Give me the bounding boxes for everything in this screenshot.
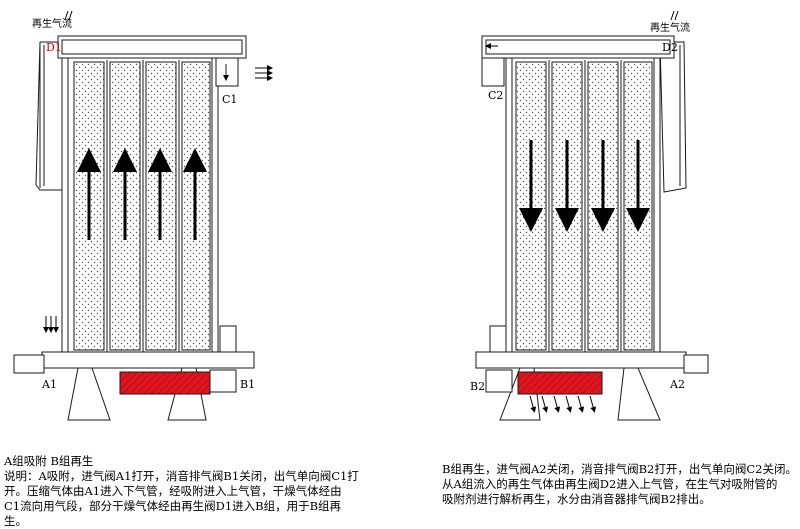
muffler-b1 — [119, 371, 211, 395]
tower-a — [13, 35, 255, 421]
flow-down-arrows — [519, 140, 650, 232]
flow-small-arrows-b — [485, 10, 679, 413]
caption-left-line: 说明：A吸附，进气阀A1打开，消音排气阀B1关闭，出气单向阀C1打 — [4, 469, 359, 483]
label-b1: B1 — [240, 378, 256, 391]
label-d1: D1 — [46, 41, 62, 54]
flow-small-arrows-a — [43, 10, 273, 333]
caption-left-title: A组吸附 B组再生 — [4, 454, 94, 468]
label-regen-gas-left: 再生气流 — [32, 19, 72, 30]
label-regen-gas-right: 再生气流 — [650, 23, 690, 34]
tower-b — [475, 35, 709, 421]
label-d2: D2 — [662, 41, 678, 54]
caption-left: A组吸附 B组再生 说明：A吸附，进气阀A1打开，消音排气阀B1关闭，出气单向阀… — [4, 454, 384, 529]
label-c1: C1 — [222, 93, 238, 106]
caption-right: B组再生，进气阀A2关闭，消音排气阀B2打开，出气单向阀C2关闭。 从A组流入的… — [442, 462, 798, 507]
label-a1: A1 — [42, 378, 57, 391]
label-a2: A2 — [670, 378, 685, 391]
label-c2: C2 — [488, 89, 504, 102]
flow-up-arrows — [77, 148, 207, 240]
caption-right-line: B组再生，进气阀A2关闭，消音排气阀B2打开，出气单向阀C2关闭。 — [442, 462, 797, 476]
muffler-b2 — [517, 371, 603, 395]
caption-left-line: 开。压缩气体由A1进入下气管，经吸附进入上气管，干燥气体经由 — [4, 484, 342, 498]
caption-right-line: 吸附剂进行解析再生，水分由消音器排气阀B2排出。 — [442, 492, 711, 506]
dryer-diagram — [13, 10, 709, 421]
caption-left-line: 生。 — [4, 514, 27, 528]
caption-right-line: 从A组流入的再生气体由再生阀D2进入上气管，在生气对吸附管的 — [442, 477, 778, 491]
caption-left-line: C1流向用气段，部分干燥气体经由再生阀D1进入B组，用于B组再 — [4, 499, 342, 513]
label-b2: B2 — [470, 380, 486, 393]
